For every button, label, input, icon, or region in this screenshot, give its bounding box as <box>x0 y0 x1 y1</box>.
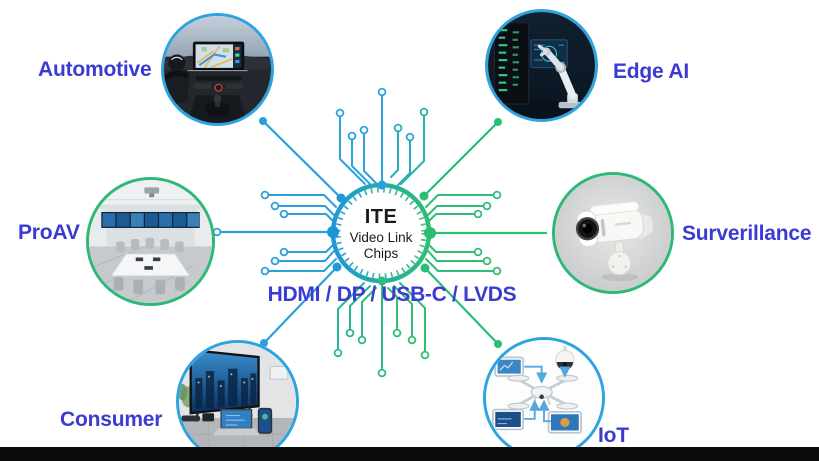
node-edge-ai <box>485 9 598 122</box>
label-surveillance: Surverillance <box>682 222 812 245</box>
node-automotive <box>161 13 274 126</box>
bottom-black-bar <box>0 447 819 461</box>
hub-title: ITE Video Link Chips <box>336 197 426 269</box>
label-iot: IoT <box>598 424 629 447</box>
hub-title-line2: Video Link <box>349 229 413 245</box>
label-proav: ProAV <box>18 221 80 244</box>
label-consumer: Consumer <box>60 408 163 431</box>
hub-title-line1: ITE <box>364 205 398 228</box>
conference-room-image <box>89 180 212 303</box>
node-surveillance <box>552 172 674 294</box>
interfaces-caption: HDMI / DP / USB-C / LVDS <box>267 283 517 306</box>
hub-title-line3: Chips <box>363 245 399 261</box>
cctv-camera-image <box>555 175 671 291</box>
label-automotive: Automotive <box>38 58 152 81</box>
robot-arm-server-image <box>488 12 595 119</box>
label-edge-ai: Edge AI <box>613 60 689 83</box>
node-iot <box>483 337 605 459</box>
car-dashboard-image <box>164 16 271 123</box>
node-consumer <box>176 340 299 461</box>
tv-laptop-phone-image <box>179 343 296 460</box>
drone-devices-image <box>486 340 602 456</box>
node-proav <box>86 177 215 306</box>
